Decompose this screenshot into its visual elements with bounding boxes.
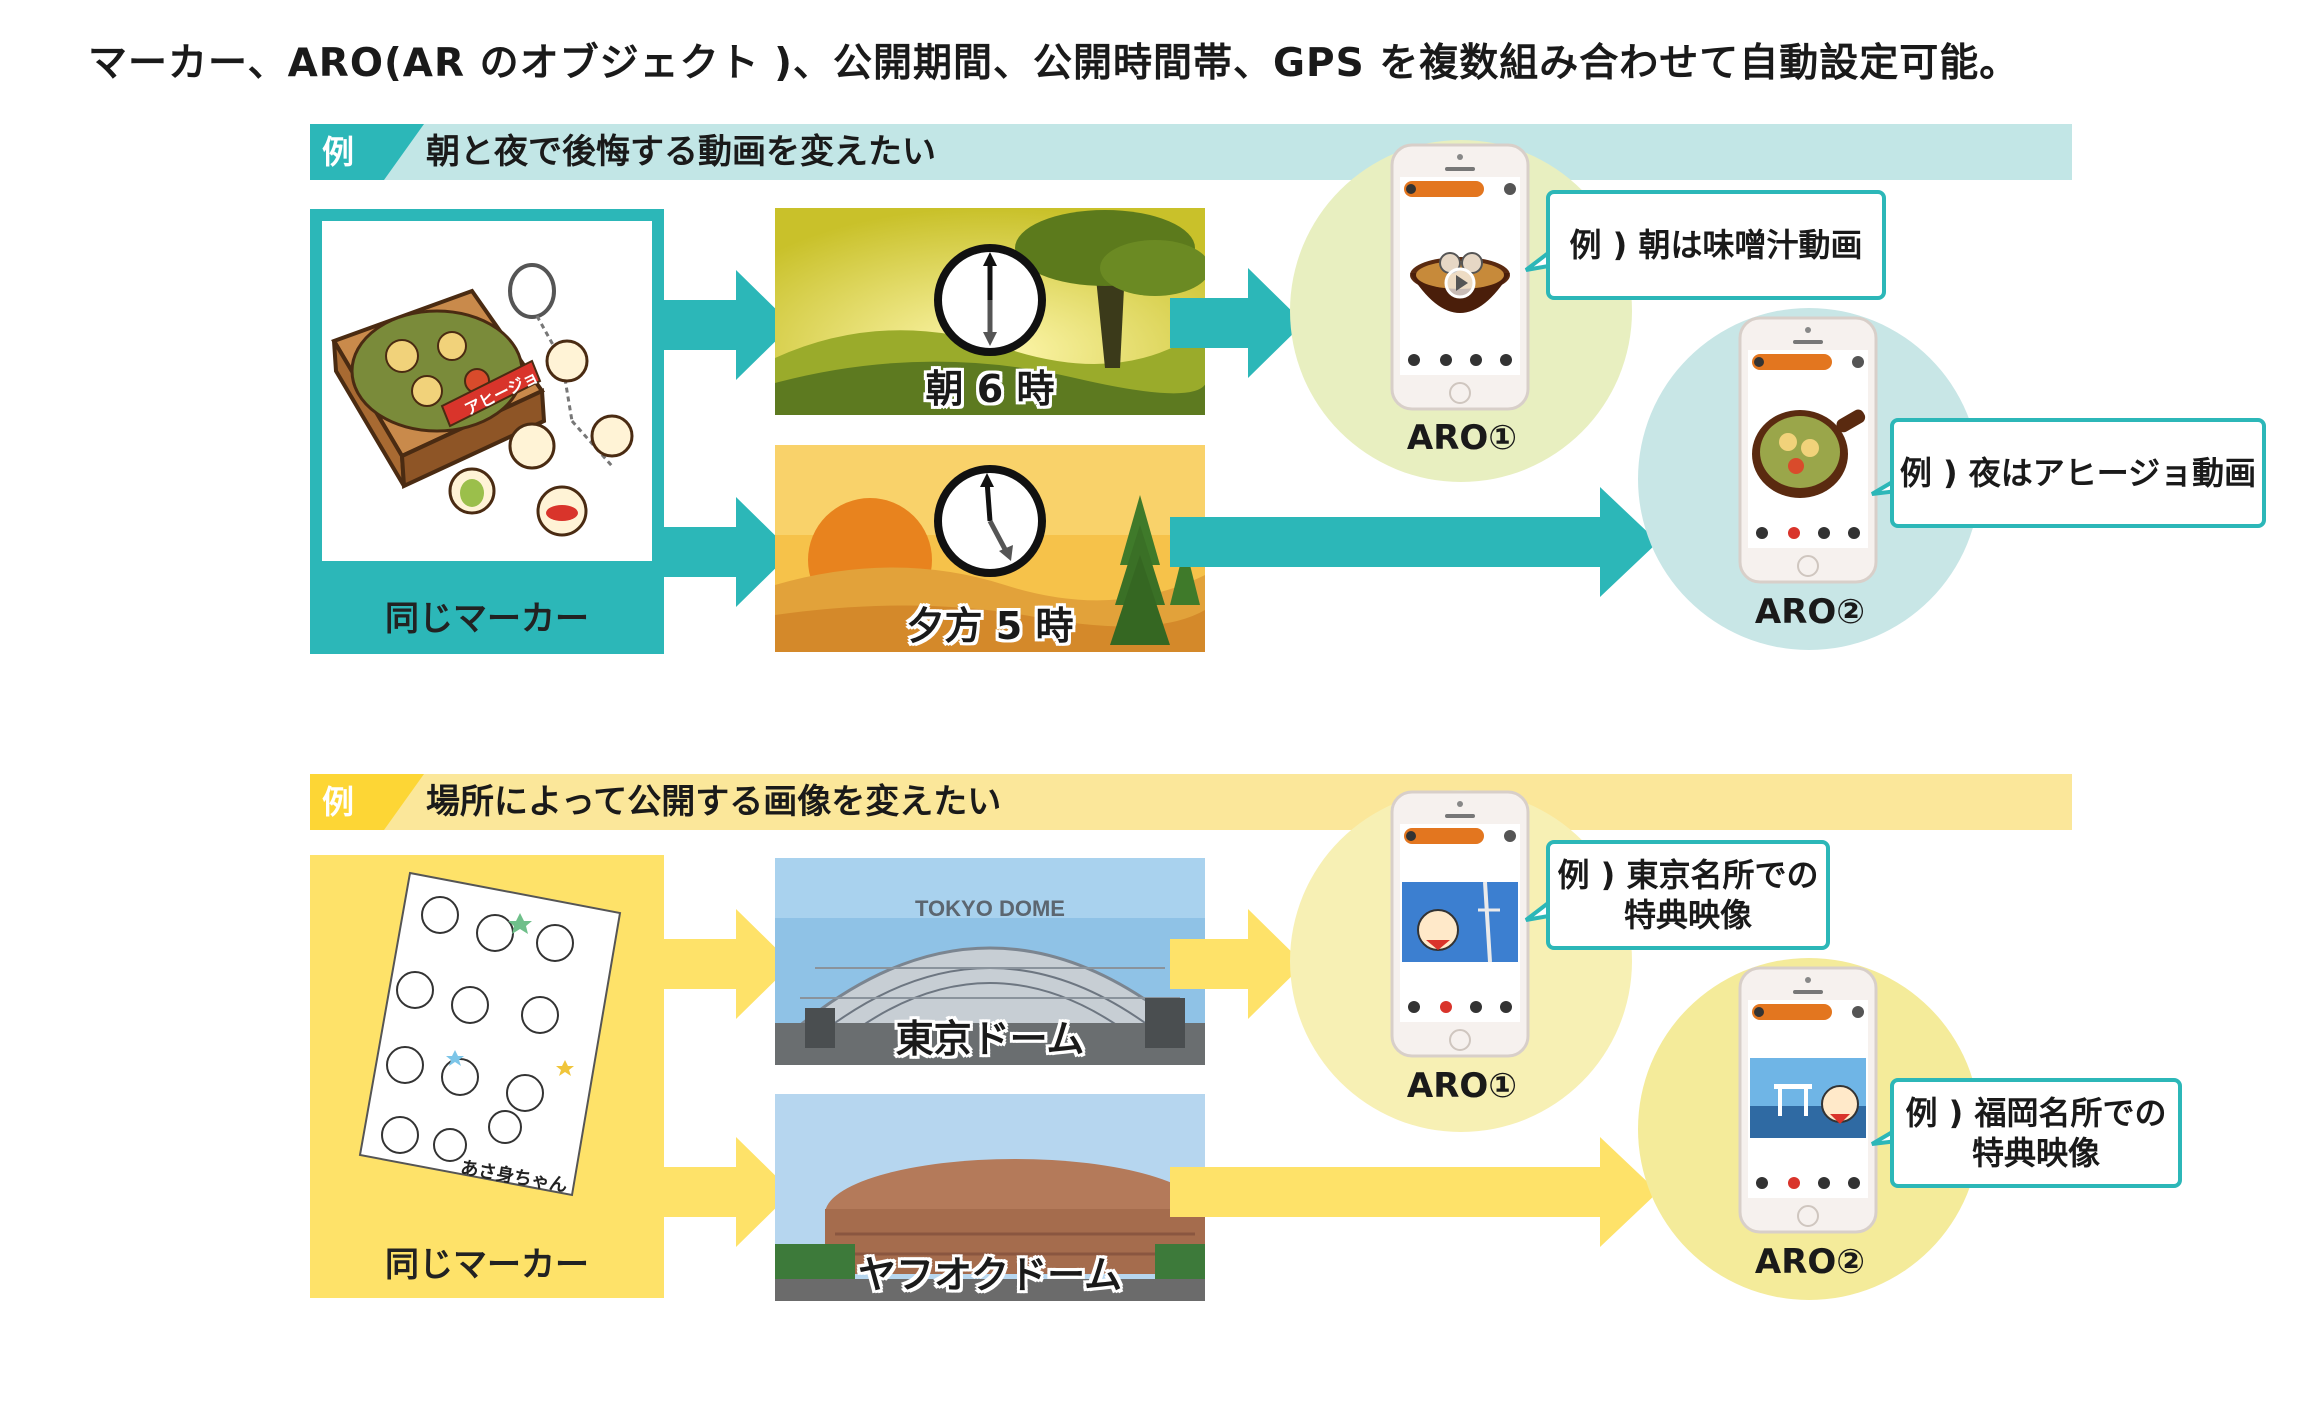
evening-landscape <box>775 445 1205 652</box>
section2-marker-box: あさ身ちゃん 同じマーカー <box>310 855 664 1298</box>
section2-arrow-to-tokyo <box>664 909 792 1019</box>
section1-arrow-to-aro1 <box>1170 268 1304 378</box>
section1-arrow-to-aro2 <box>1170 487 1658 597</box>
section1-arrow-to-morning <box>664 270 792 380</box>
section2-callout1: 例 ) 東京名所での 特典映像 <box>1546 840 1830 950</box>
section1-header-band <box>310 124 2072 180</box>
scene-fukuoka-dome: ヤフオクドーム <box>775 1094 1205 1301</box>
section1-callout2-text: 例 ) 夜はアヒージョ動画 <box>1899 454 2257 492</box>
section1-arrow-to-evening <box>664 497 792 607</box>
scene-tokyo-dome: TOKYO DOME 東京ドーム <box>775 858 1205 1065</box>
section2-aro2-label: ARO② <box>1754 1242 1866 1282</box>
scene-morning: 朝 6 時 <box>775 208 1205 415</box>
scene-evening-label: 夕方 5 時 <box>906 604 1074 648</box>
section1-marker-label: 同じマーカー <box>385 599 589 639</box>
phone-aro1-section2 <box>1390 790 1530 1058</box>
tokyo-dome-sign: TOKYO DOME <box>915 896 1065 921</box>
scene-fukuoka-label: ヤフオクドーム <box>857 1253 1123 1297</box>
section1-callout1: 例 ) 朝は味噌汁動画 <box>1546 190 1886 300</box>
sticker-sheet-illustration: あさ身ちゃん <box>358 871 622 1197</box>
section2-arrow-to-fukuoka <box>664 1137 792 1247</box>
section1-aro1-label: ARO① <box>1406 418 1518 458</box>
scene-tokyo-label: 東京ドーム <box>895 1017 1085 1061</box>
section2-callout1-line1: 例 ) 東京名所での <box>1557 856 1819 894</box>
bento-keychain-illustration: アヒージョ <box>331 263 634 537</box>
section2-title: 場所によって公開する画像を変えたい <box>426 782 1002 822</box>
section2-callout2: 例 ) 福岡名所での 特典映像 <box>1890 1078 2182 1188</box>
section2-aro1-label: ARO① <box>1406 1066 1518 1106</box>
section1-callout2: 例 ) 夜はアヒージョ動画 <box>1890 418 2266 528</box>
section2-arrow-to-aro1 <box>1170 909 1304 1019</box>
fukuoka-dome-photo <box>775 1094 1205 1301</box>
phone-aro1-section1 <box>1390 143 1530 411</box>
marker-image-bento: アヒージョ <box>322 221 652 561</box>
section1-tag: 例 <box>322 133 355 171</box>
section2-tag: 例 <box>322 783 355 821</box>
section2-callout2-line1: 例 ) 福岡名所での <box>1905 1094 2167 1132</box>
section1-title: 朝と夜で後悔する動画を変えたい <box>426 132 936 172</box>
section2-tag-shape <box>310 774 424 830</box>
section1-aro2-label: ARO② <box>1754 592 1866 632</box>
section2-header-band <box>310 774 2072 830</box>
morning-landscape <box>775 208 1205 415</box>
scene-evening: 夕方 5 時 <box>775 445 1205 652</box>
section2-callout1-line2: 特典映像 <box>1623 896 1752 934</box>
section1-marker-box: アヒージョ 同じマーカー <box>310 209 664 654</box>
section1-callout1-text: 例 ) 朝は味噌汁動画 <box>1569 226 1863 264</box>
section2-callout2-line2: 特典映像 <box>1971 1134 2100 1172</box>
tokyo-dome-photo: TOKYO DOME <box>775 858 1205 1065</box>
phone-aro2-section1 <box>1738 316 1878 584</box>
page-title: マーカー、ARO(AR のオブジェクト )、公開期間、公開時間帯、GPS を複数… <box>88 41 2020 86</box>
phone-aro2-section2 <box>1738 966 1878 1234</box>
section1-tag-shape <box>310 124 424 180</box>
scene-morning-label: 朝 6 時 <box>925 367 1055 411</box>
section2-arrow-to-aro2 <box>1170 1137 1658 1247</box>
section2-marker-label: 同じマーカー <box>385 1245 589 1285</box>
